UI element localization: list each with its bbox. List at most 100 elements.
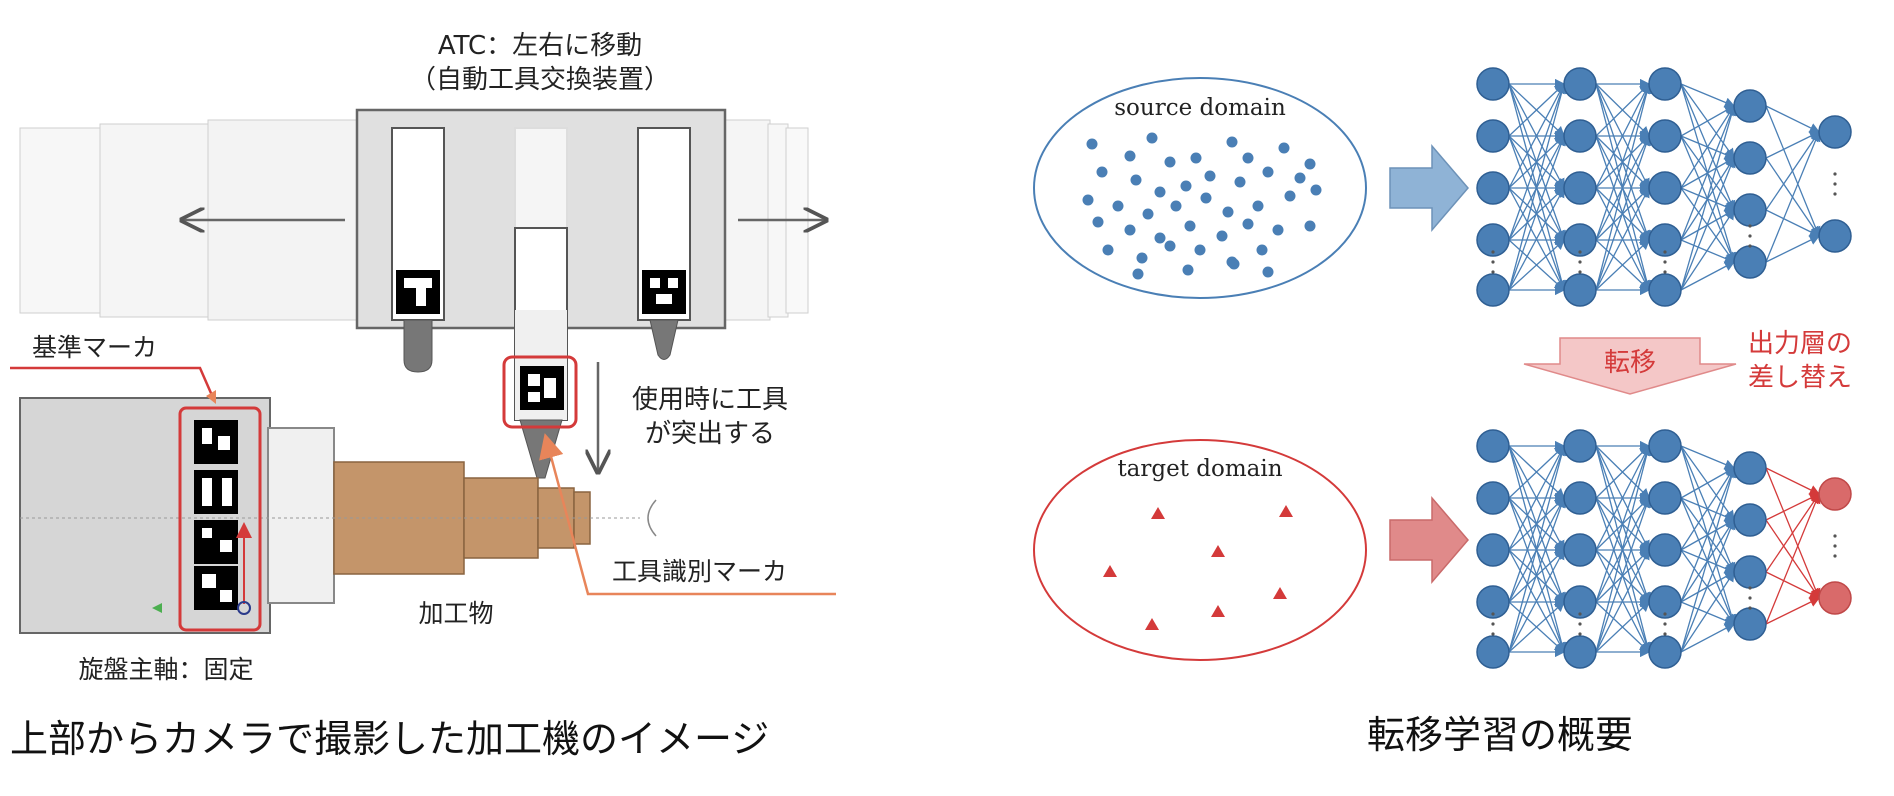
source-domain-label: source domain <box>1114 95 1286 121</box>
network-node <box>1733 141 1767 175</box>
source-point <box>1164 240 1176 252</box>
ellipsis-dot <box>1833 554 1837 558</box>
target-domain-ellipse <box>1033 439 1367 661</box>
network-edge <box>1508 496 1566 653</box>
ellipsis-dot <box>1833 534 1837 538</box>
ellipsis-dot <box>1748 244 1752 248</box>
machine-diagram: ATC：左右に移動 （自動工具交換装置） 基準マーカ 使用時に工具 が突出する … <box>10 31 836 761</box>
active-tool <box>514 227 568 479</box>
network-node <box>1476 533 1510 567</box>
network-edge <box>1765 492 1820 573</box>
ellipsis-dot <box>1748 606 1752 610</box>
source-point <box>1102 244 1114 256</box>
network-node <box>1476 171 1510 205</box>
network-node <box>1648 67 1682 101</box>
source-point <box>1284 190 1296 202</box>
source-point <box>1234 176 1246 188</box>
network-node <box>1476 585 1510 619</box>
network-edge <box>1680 570 1735 653</box>
network-edge <box>1595 82 1650 189</box>
network-edge <box>1508 444 1566 603</box>
network-edge <box>1508 444 1565 551</box>
network-node <box>1476 635 1510 669</box>
network-node <box>1563 67 1597 101</box>
network-edge <box>1680 445 1736 470</box>
source-point <box>1222 206 1234 218</box>
source-point <box>1242 152 1254 164</box>
source-point <box>1180 180 1192 192</box>
network-edge <box>1765 597 1821 625</box>
source-point <box>1146 132 1158 144</box>
network-node <box>1733 607 1767 641</box>
source-domain-ellipse <box>1033 77 1367 299</box>
network-node <box>1648 171 1682 205</box>
active-marker-highlight <box>502 355 578 429</box>
source-point <box>1190 152 1202 164</box>
right-caption: 転移学習の概要 <box>1367 713 1633 757</box>
network-node <box>1648 429 1682 463</box>
network-edge <box>1680 104 1736 241</box>
output-replace-line2: 差し替え <box>1748 363 1852 393</box>
source-point <box>1170 200 1182 212</box>
target-point <box>1145 618 1159 630</box>
network-edge <box>1508 82 1565 189</box>
source-point <box>1164 156 1176 168</box>
network-node <box>1476 481 1510 515</box>
network-node <box>1648 119 1682 153</box>
transfer-learning-diagram: source domain target domain 転移 出力層の 差し替え… <box>1033 67 1852 757</box>
target-point <box>1279 505 1293 517</box>
network-edge <box>1508 548 1565 653</box>
network-node <box>1648 481 1682 515</box>
source-point <box>1242 218 1254 230</box>
source-point <box>1184 220 1196 232</box>
ellipsis-dot <box>1833 544 1837 548</box>
source-point <box>1182 264 1194 276</box>
ellipsis-dot <box>1663 612 1667 616</box>
ellipsis-dot <box>1663 270 1667 274</box>
tool-id-marker-label: 工具識別マーカ <box>612 557 787 586</box>
source-point <box>1272 224 1284 236</box>
network-edge <box>1595 239 1650 291</box>
network-edge <box>1508 601 1565 653</box>
rotation-icon <box>647 499 657 537</box>
source-point <box>1310 184 1322 196</box>
network-edge <box>1765 209 1821 237</box>
source-point <box>1112 200 1124 212</box>
atc-label-line1: ATC：左右に移動 <box>438 31 642 61</box>
network-node <box>1563 533 1597 567</box>
network-edge <box>1595 496 1651 653</box>
spindle-label: 旋盤主軸：固定 <box>78 655 253 684</box>
source-point <box>1226 136 1238 148</box>
target-point <box>1211 545 1225 557</box>
network-edge <box>1508 444 1567 653</box>
network-edge <box>1508 82 1566 241</box>
network-node <box>1648 533 1682 567</box>
ellipsis-dot <box>1833 172 1837 176</box>
network-edge <box>1680 623 1736 653</box>
network-node <box>1476 429 1510 463</box>
ellipsis-dot <box>1663 622 1667 626</box>
network-node <box>1563 171 1597 205</box>
network-node <box>1476 273 1510 307</box>
target-point <box>1103 565 1117 577</box>
transfer-arrow <box>1523 337 1737 395</box>
source-point <box>1130 174 1142 186</box>
network-edge <box>1595 445 1650 499</box>
network-edge <box>1680 466 1736 603</box>
tool-id-marker-pointer <box>539 433 836 596</box>
ellipsis-dot <box>1748 224 1752 228</box>
output-replace-line1: 出力層の <box>1748 329 1852 359</box>
network-edge <box>1595 444 1650 551</box>
network-node <box>1563 481 1597 515</box>
output-node <box>1818 115 1852 149</box>
left-caption: 上部からカメラで撮影した加工機のイメージ <box>10 717 769 761</box>
ellipsis-dot <box>1578 250 1582 254</box>
network-edge <box>1680 83 1736 108</box>
source-neural-network <box>1476 67 1852 307</box>
network-node <box>1563 119 1597 153</box>
source-point <box>1252 200 1264 212</box>
network-edge <box>1680 466 1737 653</box>
target-point <box>1151 507 1165 519</box>
network-edge <box>1508 134 1566 291</box>
network-edge <box>1595 83 1650 137</box>
